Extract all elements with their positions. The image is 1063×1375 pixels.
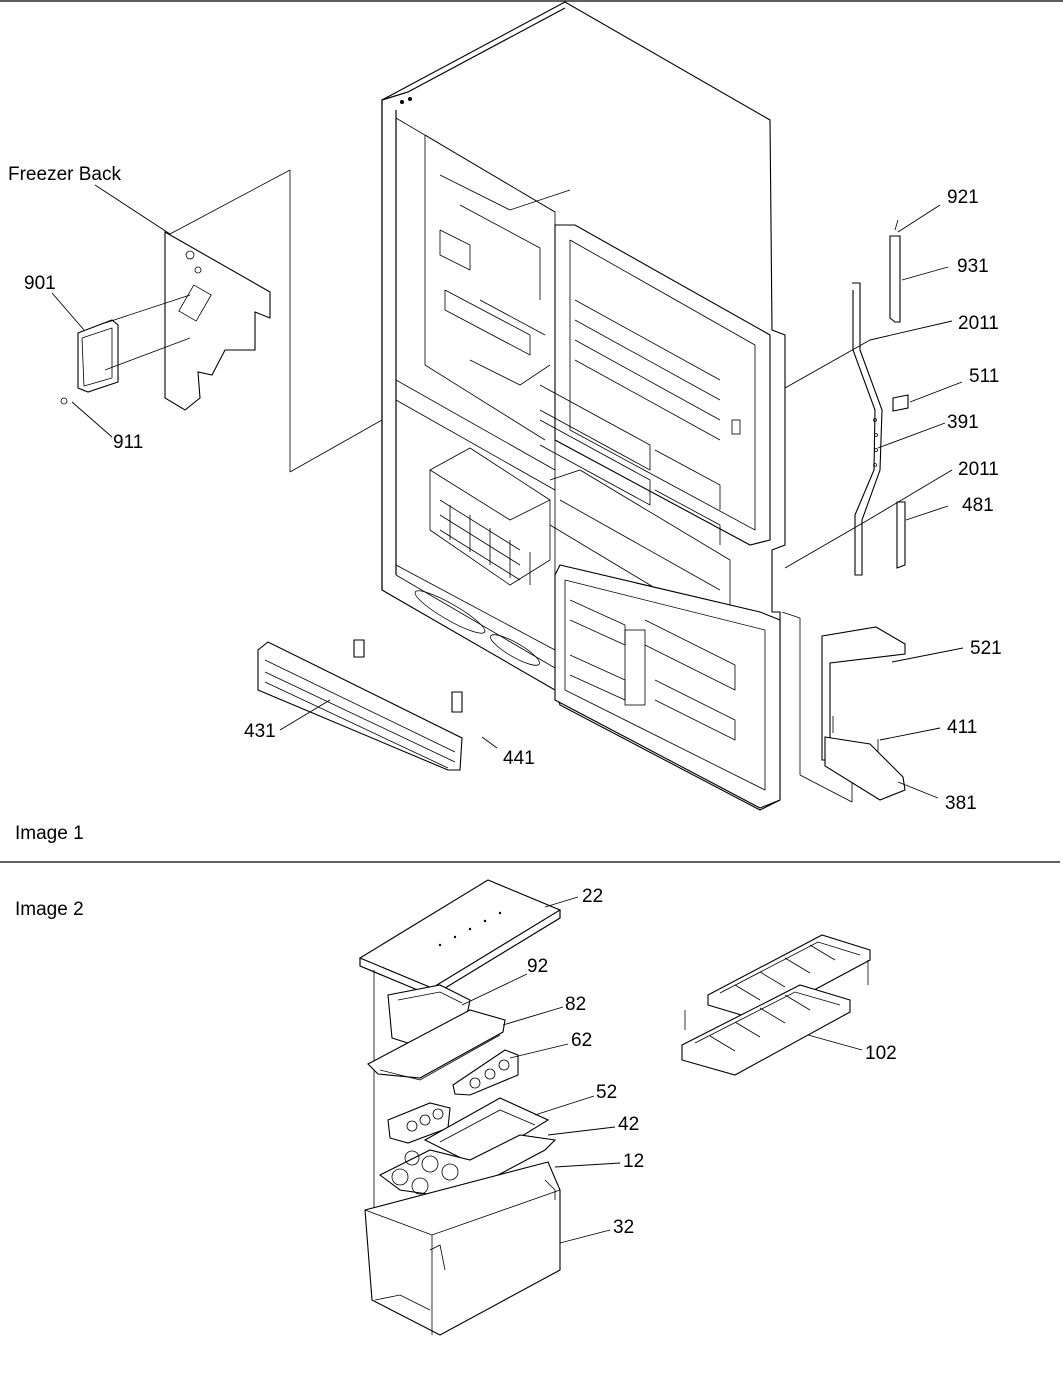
callout-92: 92 [527, 956, 548, 977]
callout-2011-lower: 2011 [958, 459, 999, 480]
callout-42: 42 [618, 1114, 639, 1135]
callout-481: 481 [962, 495, 994, 516]
image-2-diagram: Image 2 [15, 879, 897, 1336]
tray-52-42 [378, 1097, 557, 1199]
callout-52: 52 [596, 1082, 617, 1103]
image-2-callouts: 22 92 82 62 52 42 12 32 102 [527, 886, 897, 1238]
callout-381: 381 [945, 793, 977, 814]
ice-trays-102 [681, 934, 871, 1076]
callout-431: 431 [244, 721, 276, 742]
kickplate-431 [257, 639, 463, 771]
callout-22: 22 [582, 886, 603, 907]
callout-411: 411 [947, 717, 977, 738]
callout-82: 82 [565, 994, 586, 1015]
callout-911: 911 [113, 432, 143, 453]
callout-12: 12 [623, 1151, 644, 1172]
image-2-leader-lines [461, 896, 863, 1244]
callout-2011-upper: 2011 [958, 313, 999, 334]
image-1-diagram: Freezer Back 901 911 921 931 2011 511 39… [8, 1, 1002, 844]
callout-102: 102 [865, 1043, 897, 1064]
section-title-image-1: Image 1 [15, 823, 84, 844]
door-trim-set [821, 626, 906, 801]
callout-62: 62 [571, 1030, 592, 1051]
callout-521: 521 [970, 638, 1002, 659]
callout-931: 931 [957, 256, 989, 277]
callout-freezer-back: Freezer Back [8, 164, 121, 185]
shelf-cover-22 [358, 879, 562, 997]
image-1-callouts: Freezer Back 901 911 921 931 2011 511 39… [8, 164, 1002, 814]
callout-901: 901 [24, 273, 56, 294]
handle-391 [852, 219, 909, 576]
callout-391: 391 [947, 412, 979, 433]
callout-32: 32 [613, 1217, 634, 1238]
water-filter-901 [60, 294, 191, 405]
bin-92-tray-82 [367, 984, 506, 1081]
callout-511: 511 [969, 366, 999, 387]
freezer-back-panel [164, 169, 383, 473]
callout-441: 441 [503, 748, 535, 769]
door-bin-12-32 [364, 1161, 561, 1336]
egg-holder-62 [452, 1049, 519, 1096]
callout-921: 921 [947, 187, 979, 208]
refrigerator-cabinet [381, 1, 853, 811]
image-1-leader-lines [51, 184, 964, 799]
section-title-image-2: Image 2 [15, 899, 84, 920]
